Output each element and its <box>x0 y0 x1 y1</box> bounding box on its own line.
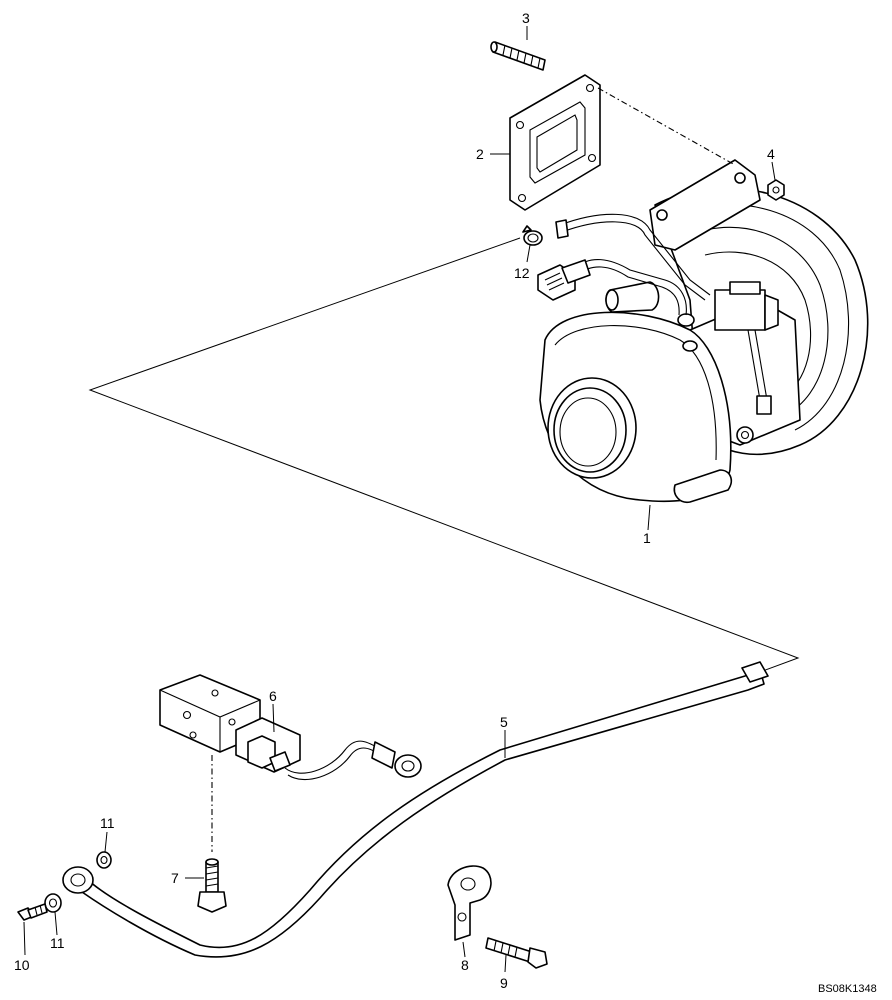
callout-leaders <box>23 26 776 973</box>
callout-10: 10 <box>14 957 30 973</box>
washer-icon[interactable] <box>96 851 112 869</box>
callout-8: 8 <box>461 957 469 973</box>
turbocharger-icon[interactable] <box>539 159 869 504</box>
hose-clip-icon[interactable] <box>522 225 543 246</box>
callout-3: 3 <box>522 10 530 26</box>
callout-11-top: 11 <box>100 815 115 831</box>
washer-icon[interactable] <box>44 893 62 913</box>
oil-pipe-icon[interactable] <box>62 661 769 958</box>
sensor-block-icon[interactable] <box>159 674 422 780</box>
stud-icon[interactable] <box>490 41 546 71</box>
callout-5: 5 <box>500 714 508 730</box>
callout-1: 1 <box>643 530 651 546</box>
nut-icon[interactable] <box>767 179 785 201</box>
bolt-icon[interactable] <box>17 903 48 921</box>
callout-4: 4 <box>767 146 775 162</box>
callout-6: 6 <box>269 688 277 704</box>
figure-id: BS08K1348 <box>818 983 877 995</box>
callout-12: 12 <box>514 265 530 281</box>
callout-11-bottom: 11 <box>50 935 65 951</box>
banjo-bolt-icon[interactable] <box>197 858 227 913</box>
assembly-leader-line <box>88 237 800 673</box>
callout-9: 9 <box>500 975 508 991</box>
callout-2: 2 <box>476 146 484 162</box>
clamp-icon[interactable] <box>447 865 492 941</box>
bolt-icon[interactable] <box>485 937 548 969</box>
callout-7: 7 <box>171 870 179 886</box>
turbo-sensor-connector-icon <box>537 259 591 301</box>
gasket-assembly-line <box>597 87 736 166</box>
gasket-icon[interactable] <box>509 74 601 211</box>
